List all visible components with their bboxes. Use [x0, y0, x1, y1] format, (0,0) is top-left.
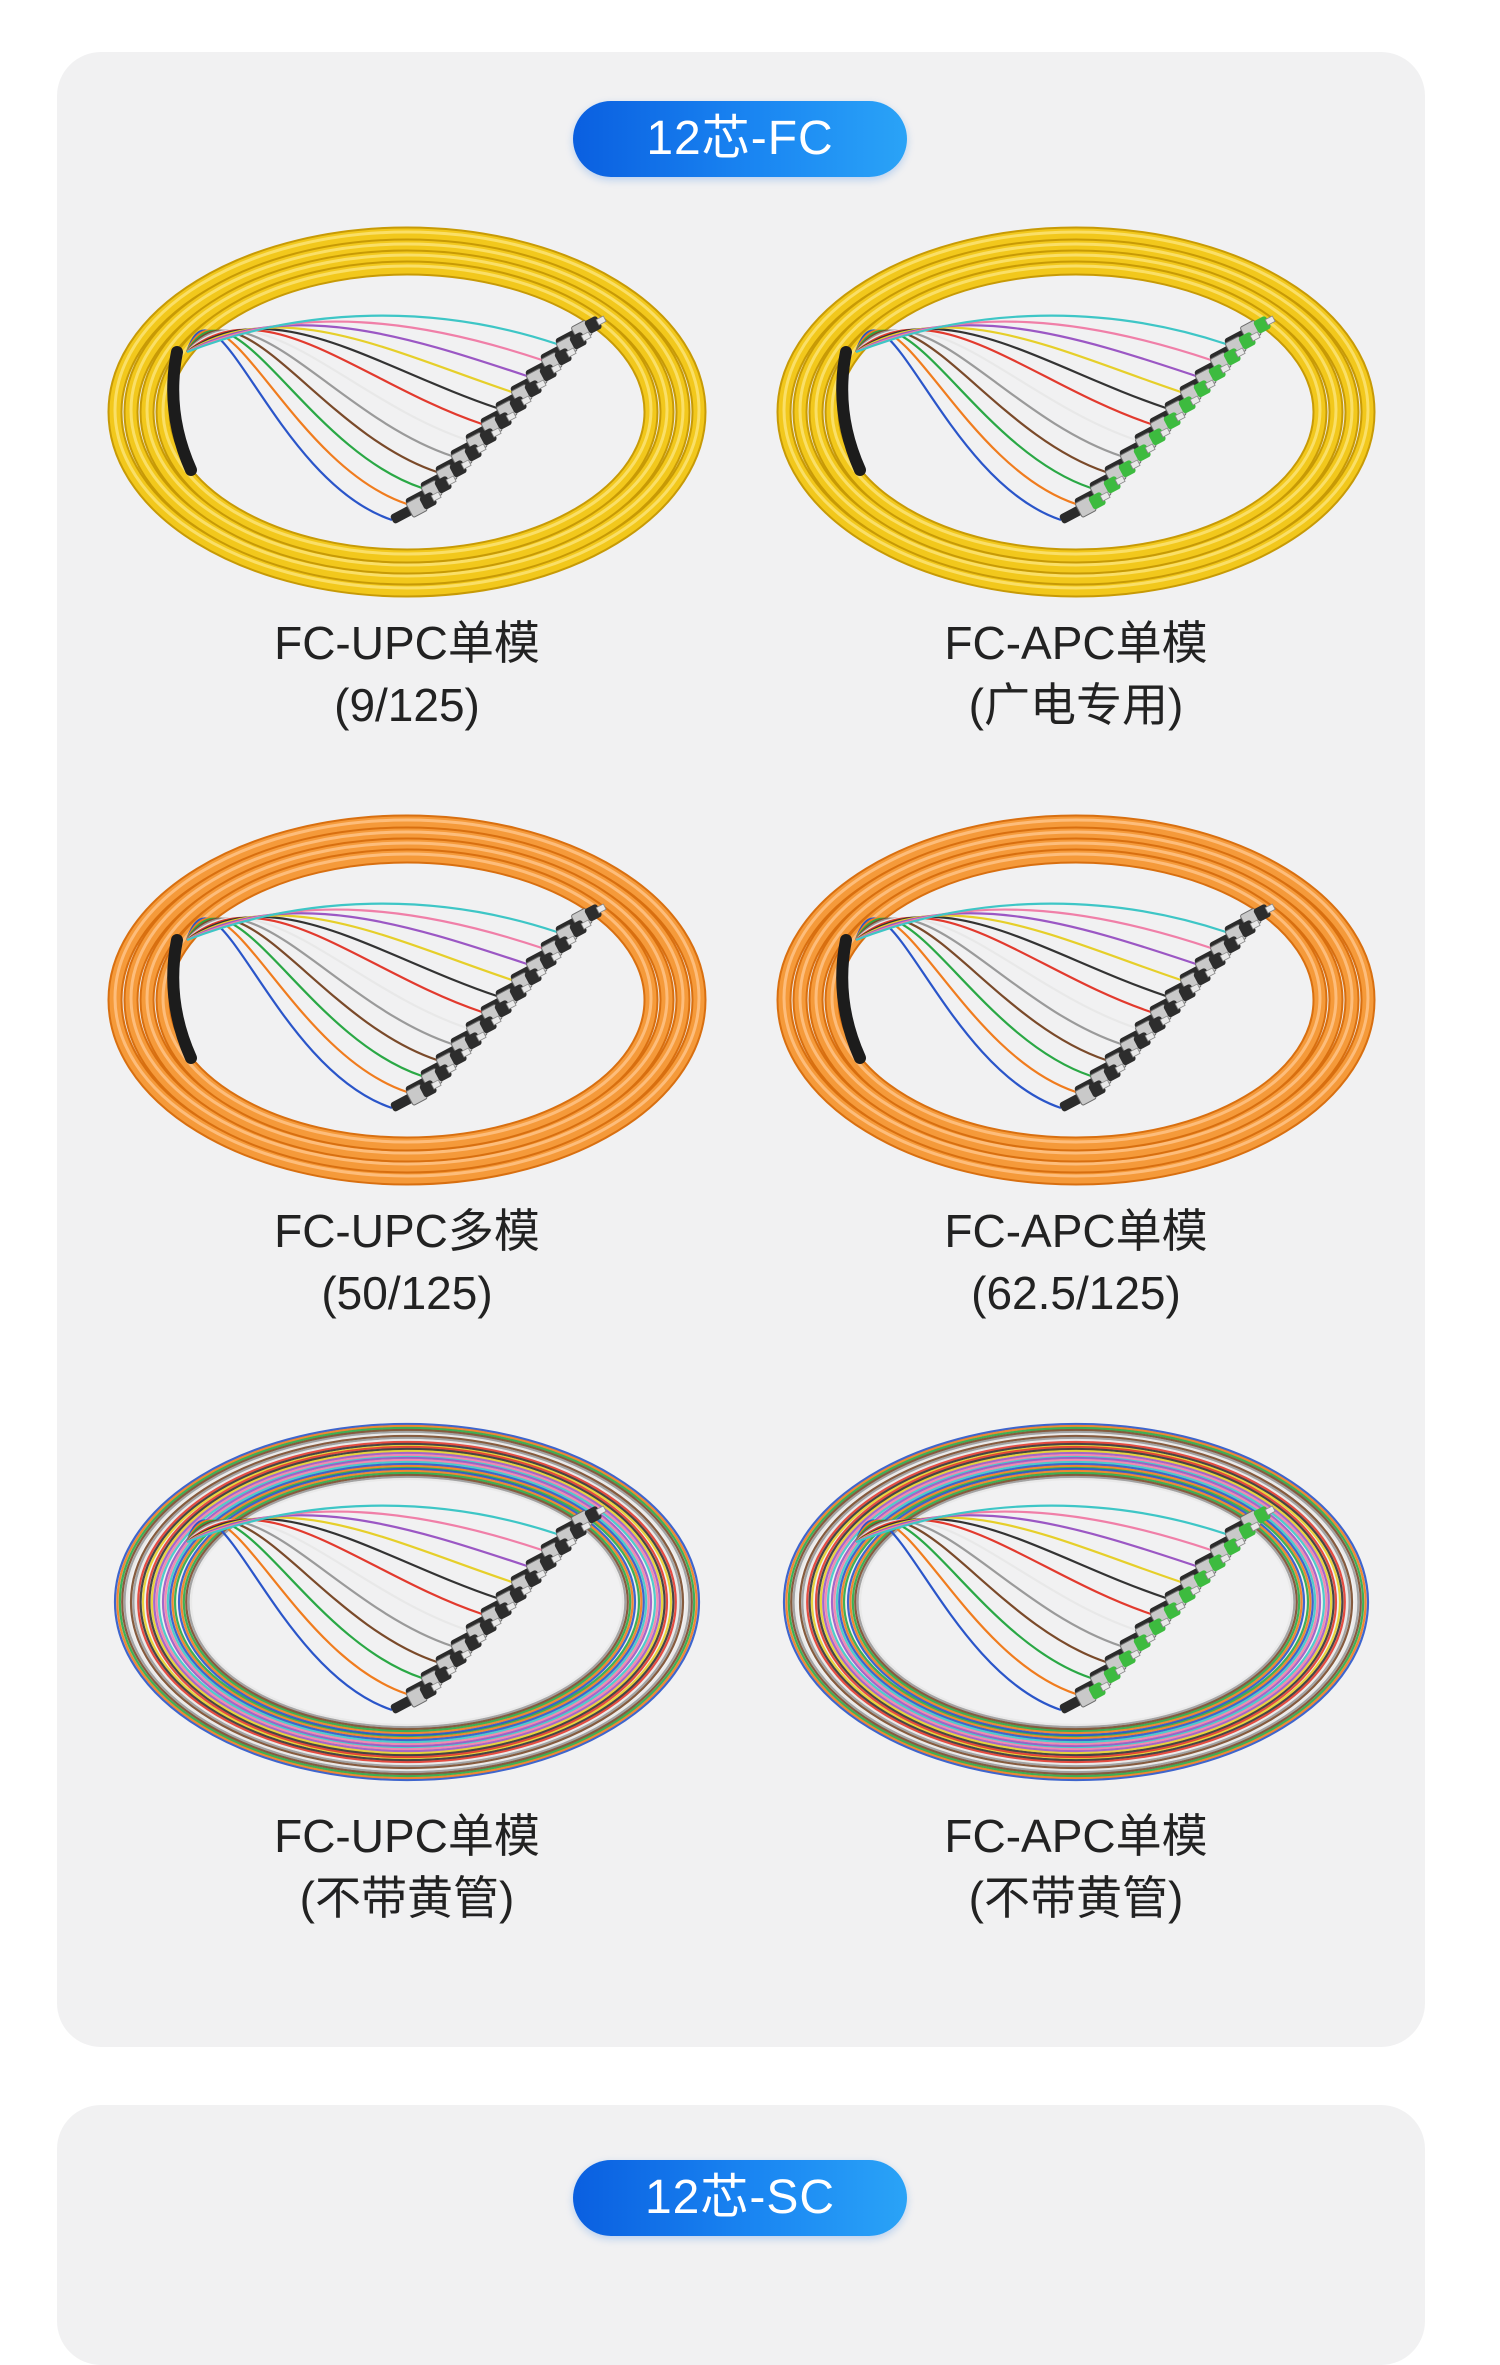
- product-name: FC-APC单模: [944, 1810, 1208, 1862]
- pigtail-image: [107, 814, 707, 1186]
- fc-connector-array: [1059, 1505, 1276, 1714]
- product-spec: (9/125): [334, 679, 480, 731]
- fc-connector-array: [390, 315, 607, 524]
- product-name: FC-UPC多模: [274, 1205, 540, 1257]
- cable-coil: [107, 226, 707, 598]
- fiber-fan: [185, 1504, 558, 1712]
- fiber-fan: [854, 314, 1227, 522]
- product-caption: FC-UPC单模 (不带黄管): [87, 1805, 727, 1929]
- pigtail-image: [776, 814, 1376, 1186]
- fc-connector-array: [1059, 903, 1276, 1112]
- product-name: FC-APC单模: [944, 617, 1208, 669]
- product-caption: FC-UPC多模 (50/125): [87, 1200, 727, 1324]
- cable-coil: [776, 226, 1376, 598]
- product-caption: FC-APC单模 (不带黄管): [756, 1805, 1396, 1929]
- product-caption: FC-UPC单模 (9/125): [87, 612, 727, 736]
- product-name: FC-UPC单模: [274, 1810, 540, 1862]
- cable-coil: [113, 1422, 701, 1782]
- fiber-fan: [185, 902, 558, 1110]
- product-caption: FC-APC单模 (广电专用): [756, 612, 1396, 736]
- product-spec: (50/125): [321, 1267, 493, 1319]
- pigtail-image: [113, 1422, 701, 1782]
- fc-section-panel: 12芯-FC FC-UPC单模 (9/125) FC-APC单模 (广电专用) …: [57, 52, 1425, 2047]
- section-badge-fc: 12芯-FC: [573, 101, 907, 177]
- section-badge-sc: 12芯-SC: [573, 2160, 907, 2236]
- sc-section-panel: 12芯-SC: [57, 2105, 1425, 2365]
- pigtail-image: [782, 1422, 1370, 1782]
- fiber-fan: [185, 314, 558, 522]
- fc-connector-array: [390, 903, 607, 1112]
- cable-coil: [776, 814, 1376, 1186]
- product-spec: (广电专用): [968, 679, 1184, 731]
- pigtail-image: [107, 226, 707, 598]
- product-name: FC-UPC单模: [274, 617, 540, 669]
- fiber-fan: [854, 902, 1227, 1110]
- product-name: FC-APC单模: [944, 1205, 1208, 1257]
- fiber-fan: [854, 1504, 1227, 1712]
- product-spec: (不带黄管): [968, 1872, 1184, 1924]
- product-spec: (62.5/125): [971, 1267, 1181, 1319]
- product-spec: (不带黄管): [299, 1872, 515, 1924]
- fc-connector-array: [1059, 315, 1276, 524]
- cable-coil: [107, 814, 707, 1186]
- fc-connector-array: [390, 1505, 607, 1714]
- pigtail-image: [776, 226, 1376, 598]
- cable-coil: [782, 1422, 1370, 1782]
- product-caption: FC-APC单模 (62.5/125): [756, 1200, 1396, 1324]
